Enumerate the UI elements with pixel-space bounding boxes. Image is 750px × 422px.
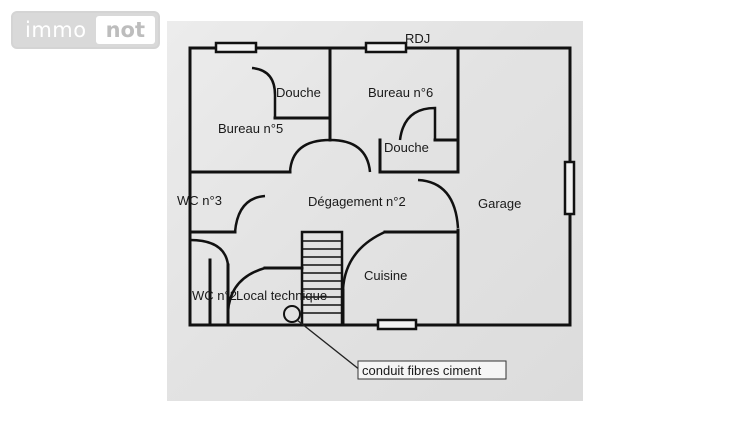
floor-plan-image bbox=[167, 21, 583, 401]
annotation-box bbox=[357, 360, 507, 380]
label-wc-3: WC n°3 bbox=[177, 193, 222, 208]
wall-douche2 bbox=[378, 138, 460, 174]
label-rdj: RDJ bbox=[405, 31, 430, 46]
staircase bbox=[300, 230, 344, 327]
label-degagement-2: Dégagement n°2 bbox=[308, 194, 406, 209]
door-garage bbox=[417, 178, 460, 229]
logo-text-not: not bbox=[95, 16, 156, 44]
immonot-logo[interactable]: immo not bbox=[11, 11, 161, 49]
window-right bbox=[563, 160, 576, 216]
logo-text-immo: immo bbox=[25, 18, 87, 42]
door-cuisine bbox=[341, 230, 386, 291]
window-top-left bbox=[214, 41, 258, 54]
label-douche-1: Douche bbox=[276, 85, 321, 100]
annotation-leader bbox=[296, 319, 361, 371]
label-garage: Garage bbox=[478, 196, 521, 211]
label-douche-2: Douche bbox=[384, 140, 429, 155]
label-wc-2: WC n°2 bbox=[192, 288, 237, 303]
door-douche1 bbox=[251, 66, 277, 118]
window-top-mid bbox=[364, 41, 408, 54]
door-wc3-lower bbox=[189, 238, 230, 266]
door-douche2 bbox=[398, 106, 437, 141]
door-wc3 bbox=[233, 194, 266, 233]
door-degagement-top-left bbox=[288, 138, 331, 173]
label-cuisine: Cuisine bbox=[364, 268, 407, 283]
door-local bbox=[226, 266, 266, 313]
window-bottom bbox=[376, 318, 418, 331]
annotation-label: conduit fibres ciment bbox=[362, 363, 482, 378]
door-degagement-top-right bbox=[329, 138, 372, 173]
label-bureau-5: Bureau n°5 bbox=[218, 121, 283, 136]
conduit-marker bbox=[283, 305, 301, 323]
label-local-technique: Local technique bbox=[236, 288, 327, 303]
label-bureau-6: Bureau n°6 bbox=[368, 85, 433, 100]
